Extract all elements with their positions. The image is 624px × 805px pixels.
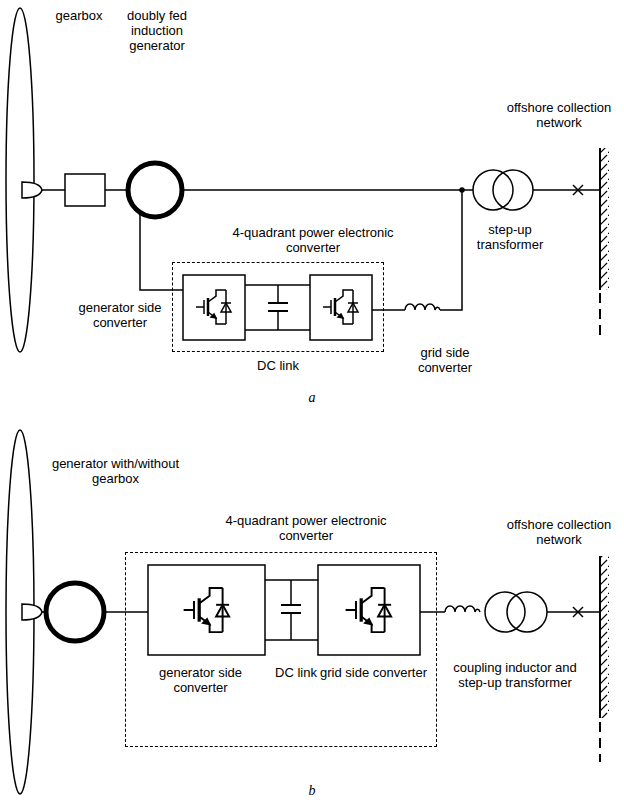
part-label: generator side converter xyxy=(138,665,263,695)
panel-letter: a xyxy=(300,390,324,405)
converter-boundary: 4-quadrant power electronic convertergen… xyxy=(125,552,437,747)
part-label: doubly fed induction generator xyxy=(112,8,202,53)
part-label: offshore collection network xyxy=(498,517,620,547)
part-label: DC link xyxy=(238,358,318,373)
converter-boundary: 4-quadrant power electronic converter xyxy=(172,262,384,352)
part-label: offshore collection network xyxy=(498,100,620,130)
part-label: step-up transformer xyxy=(465,222,555,252)
part-label: gearbox xyxy=(44,8,114,23)
part-label: generator with/without gearbox xyxy=(48,456,183,486)
part-label: generator side converter xyxy=(70,300,170,330)
converter-heading: 4-quadrant power electronic converter xyxy=(206,513,406,543)
part-label: coupling inductor and step-up transforme… xyxy=(445,660,585,690)
panel-letter: b xyxy=(300,783,324,798)
converter-heading: 4-quadrant power electronic converter xyxy=(228,225,398,255)
part-label: grid side converter xyxy=(400,345,490,375)
part-label: grid side converter xyxy=(316,665,431,680)
part-label: DC link xyxy=(266,665,326,680)
